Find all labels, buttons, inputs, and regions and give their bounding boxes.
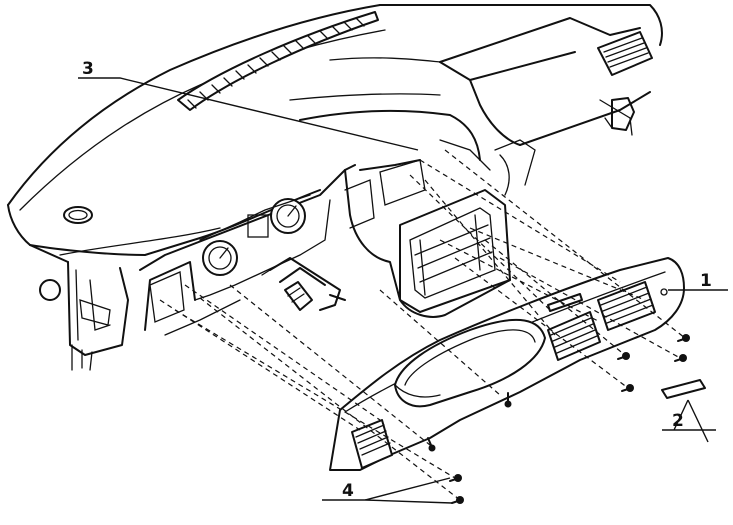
screw-6 <box>427 437 436 452</box>
callout-label-3: 3 <box>82 59 94 79</box>
instrument-cluster <box>139 164 356 336</box>
callout-label-1: 1 <box>700 271 712 291</box>
trim-strip <box>661 379 706 399</box>
alignment-lines <box>159 149 686 501</box>
dashboard-body <box>7 4 663 371</box>
callout-3: 3 <box>78 59 419 151</box>
callout-1: 1 <box>668 271 728 291</box>
screw-4 <box>621 384 634 392</box>
steering-column <box>261 257 346 311</box>
screw-3 <box>617 352 630 360</box>
trim-panel <box>329 257 685 471</box>
callout-4: 4 <box>322 477 453 504</box>
screw-7 <box>449 474 462 482</box>
screw-2 <box>674 354 687 362</box>
screw-8 <box>451 496 464 504</box>
screw-1 <box>677 334 690 342</box>
callout-label-2: 2 <box>672 411 684 431</box>
center-stack-frame <box>344 139 536 318</box>
screw-5 <box>504 392 512 408</box>
callout-2: 2 <box>662 399 716 443</box>
callout-label-4: 4 <box>342 481 354 501</box>
